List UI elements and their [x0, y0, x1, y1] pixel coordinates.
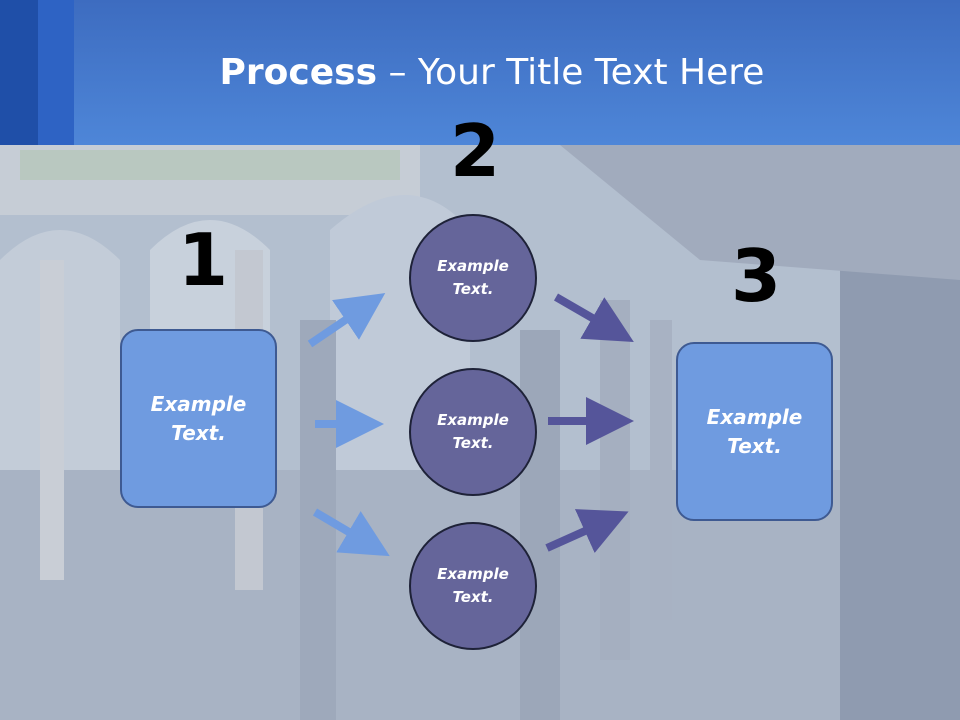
step-number-2: 2 — [450, 109, 501, 193]
circle-bottom-line-2: Text. — [452, 588, 494, 606]
circle-bottom-line-1: Example — [437, 565, 509, 583]
end-box-line-2: Text. — [727, 433, 782, 458]
start-box-line-1: Example — [150, 391, 247, 416]
slide-title-bold: Process — [219, 52, 378, 93]
start-box: Example Text. — [120, 329, 277, 508]
step-number-1: 1 — [178, 218, 229, 302]
circle-top-text: Example Text. — [437, 255, 509, 301]
circle-middle: Example Text. — [409, 368, 537, 496]
circle-bottom-text: Example Text. — [437, 563, 509, 609]
title-bar — [0, 0, 960, 145]
end-box-line-1: Example — [706, 404, 803, 429]
slide-title-rest: – Your Title Text Here — [377, 52, 765, 93]
circle-middle-text: Example Text. — [437, 409, 509, 455]
circle-top: Example Text. — [409, 214, 537, 342]
circle-top-line-2: Text. — [452, 280, 494, 298]
start-box-text: Example Text. — [151, 390, 247, 448]
end-box: Example Text. — [676, 342, 833, 521]
circle-middle-line-2: Text. — [452, 434, 494, 452]
title-bar-accent-light — [38, 0, 74, 145]
circle-top-line-1: Example — [437, 257, 509, 275]
end-box-text: Example Text. — [707, 403, 803, 461]
circle-bottom: Example Text. — [409, 522, 537, 650]
slide-title: Process – Your Title Text Here — [0, 52, 960, 93]
title-bar-accent-dark — [0, 0, 38, 145]
circle-middle-line-1: Example — [437, 411, 509, 429]
start-box-line-2: Text. — [171, 420, 226, 445]
step-number-3: 3 — [731, 234, 782, 318]
